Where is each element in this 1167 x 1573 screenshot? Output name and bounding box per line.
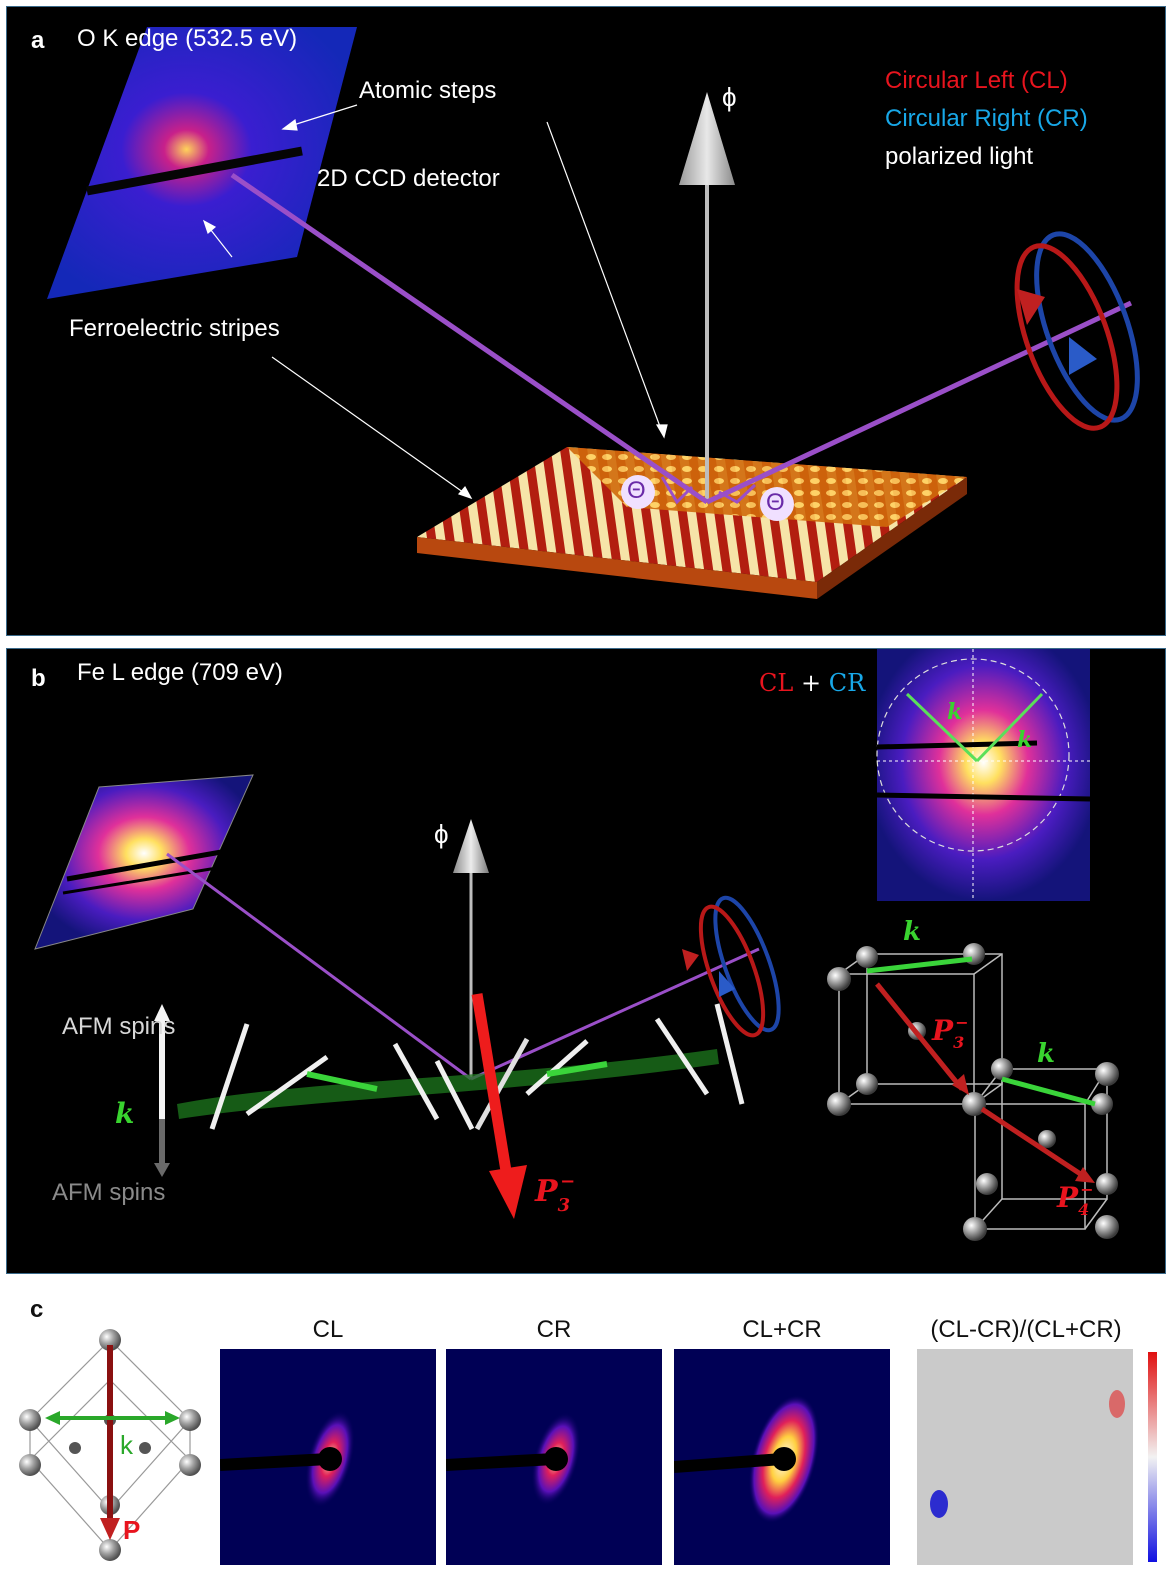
image-cl-plus-cr-map <box>674 1394 820 1524</box>
image-cr-map <box>446 1412 581 1506</box>
atomic-steps-label: Atomic steps <box>359 77 497 104</box>
inset-legend-plus: + <box>800 669 822 697</box>
cell-c-vectors <box>45 1345 180 1540</box>
image-dichroism-map <box>930 1390 1125 1518</box>
phi-axis <box>679 92 735 502</box>
panel-b: b Fe L edge (709 eV) CL + CR k k ϕ AFM s… <box>6 648 1166 1274</box>
crystal-lattice <box>838 953 1108 1230</box>
lattice-p4-label: P4− <box>1057 1180 1103 1219</box>
legend-cl: Circular Left (CL) <box>885 67 1068 94</box>
cell-c-k: k <box>120 1430 133 1460</box>
diffraction-inset <box>876 649 1091 901</box>
panel-b-illustration <box>34 649 1119 1241</box>
legend-polarized: polarized light <box>885 143 1034 170</box>
phi-label: ϕ <box>722 82 737 112</box>
lattice-p4-letter: P <box>1057 1181 1079 1214</box>
panel-a-label: a <box>31 27 45 54</box>
lattice-vectors <box>866 956 1096 1183</box>
lattice-p3-label: P3− <box>932 1013 978 1052</box>
afm-spins-bottom: AFM spins <box>52 1179 166 1206</box>
image-cl <box>220 1349 436 1565</box>
inset-k-1: k <box>947 699 963 725</box>
panel-a-title: O K edge (532.5 eV) <box>77 25 298 52</box>
x-ray-beams-b <box>166 852 760 1081</box>
inset-legend-cl: CL <box>759 669 794 697</box>
phi-label-b: ϕ <box>434 819 449 849</box>
lattice-p4-sub: 4 <box>1078 1200 1090 1219</box>
x-ray-beams <box>230 172 1133 505</box>
panel-a: a O K edge (532.5 eV) Atomic steps 2D CC… <box>6 6 1166 636</box>
panel-a-illustration <box>47 27 1140 599</box>
colorbar <box>1148 1352 1157 1562</box>
panel-c-label: c <box>30 1296 44 1323</box>
lattice-k-2: k <box>1037 1039 1056 1069</box>
sample-slab <box>417 447 967 599</box>
title-dichroism: (CL-CR)/(CL+CR) <box>930 1316 1122 1343</box>
lattice-p3-sub: 3 <box>953 1033 965 1052</box>
lattice-p3-sup: − <box>955 1013 969 1032</box>
theta-left: Θ <box>627 477 646 504</box>
title-cl-plus-cr: CL+CR <box>742 1316 822 1343</box>
annotation-arrows <box>202 104 668 500</box>
title-cl: CL <box>312 1316 344 1343</box>
p3-arrow <box>471 993 527 1219</box>
phi-axis-b <box>453 819 489 1079</box>
inset-legend: CL + CR <box>759 669 865 697</box>
panel-b-label: b <box>31 665 46 692</box>
inset-k-2: k <box>1017 727 1033 753</box>
image-dichroism <box>917 1349 1133 1565</box>
image-cl-plus-cr <box>674 1349 890 1565</box>
panel-b-title: Fe L edge (709 eV) <box>77 659 283 686</box>
inset-legend-cr: CR <box>828 669 866 697</box>
p3-sub: 3 <box>557 1195 571 1216</box>
spiral-k: k <box>115 1097 135 1130</box>
cell-c <box>29 1339 191 1551</box>
lattice-atoms <box>827 943 1119 1241</box>
p3-sup: − <box>560 1171 576 1192</box>
ccd-detector <box>47 27 357 299</box>
lattice-p4-sup: − <box>1080 1180 1094 1199</box>
lattice-k-1: k <box>903 917 922 947</box>
left-detector <box>34 774 254 950</box>
lattice-p3-letter: P <box>932 1014 954 1047</box>
p3-letter: P <box>535 1174 558 1209</box>
polarization-rings <box>1014 231 1140 431</box>
image-cl-map <box>220 1410 355 1508</box>
polarization-rings-b <box>682 895 781 1038</box>
theta-badges <box>621 475 794 521</box>
image-cr <box>446 1349 662 1565</box>
afm-spins-top: AFM spins <box>62 1013 176 1040</box>
cell-c-atoms <box>19 1329 201 1561</box>
stripes-label: Ferroelectric stripes <box>69 315 280 342</box>
legend-cr: Circular Right (CR) <box>885 105 1088 132</box>
cell-c-p: P <box>123 1515 141 1545</box>
detector-label: 2D CCD detector <box>317 165 500 192</box>
p3-label: P3 − <box>535 1171 585 1216</box>
theta-right: Θ <box>766 489 785 516</box>
title-cr: CR <box>536 1316 572 1343</box>
spin-spiral <box>154 1003 745 1177</box>
